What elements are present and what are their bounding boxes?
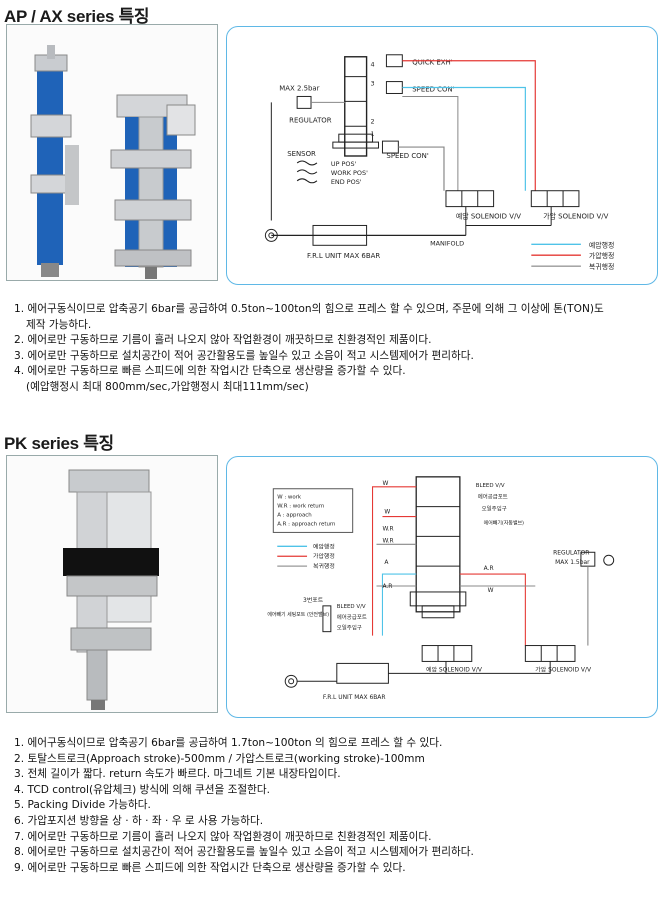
pk-product-photo xyxy=(6,455,218,713)
pk-feature-item: 2. 토탈스트로크(Approach stroke)-500mm / 가압스트로… xyxy=(14,752,425,765)
pk-feature-item: 5. Packing Divide 가능하다. xyxy=(14,799,151,812)
port-1-label: 1 xyxy=(371,130,375,138)
bleed-label: BLEED V/V xyxy=(476,483,505,489)
end-pos-label: END POS' xyxy=(331,178,362,186)
ap-section-title: AP / AX series 특징 xyxy=(4,7,150,26)
pk-section-title: PK series 특징 xyxy=(4,434,114,453)
legend-a-label: A : approach xyxy=(277,513,311,519)
ap-feature-item: 제작 가능하다. xyxy=(26,318,92,331)
detail-title-label: 3번포트 xyxy=(303,596,324,604)
pk-legend-return-label: 복귀행정 xyxy=(313,562,335,570)
port-2-label: 2 xyxy=(371,117,375,125)
quick-exh-label: QUICK EXH' xyxy=(412,59,453,67)
solenoid-pre-label: 예압 SOLENOID V/V xyxy=(456,212,521,221)
pk-frl-label: F.R.L UNIT MAX 6BAR xyxy=(323,694,386,701)
detail-bleed-label: BLEED V/V xyxy=(337,604,366,610)
port-w1-label: W xyxy=(382,480,388,487)
ap-feature-item: 4. 에어로만 구동하므로 빠른 스피드에 의한 작업시간 단축으로 생산량을 … xyxy=(14,365,406,378)
sensor-label: SENSOR xyxy=(287,150,316,158)
ap-feature-item: 2. 에어로만 구동하므로 기름이 흘러 나오지 않아 작업환경이 깨끗하므로 … xyxy=(14,334,432,347)
port-4-label: 4 xyxy=(371,61,375,69)
ap-feature-item: 3. 에어로만 구동하므로 설치공간이 적어 공간활용도를 높일수 있고 소음이… xyxy=(14,349,474,362)
ap-product-photo xyxy=(6,24,218,281)
pk-max-pressure-label: MAX 1.5bar xyxy=(555,559,590,566)
legend-ar-label: A.R : approach return xyxy=(277,521,335,527)
pk-feature-item: 7. 에어로만 구동하므로 기름이 흘러 나오지 않아 작업환경이 깨끗하므로 … xyxy=(14,830,432,843)
detail-air-port-label: 에어공급포트 xyxy=(337,613,367,621)
legend-press-label: 가압행정 xyxy=(589,251,615,260)
legend-pre-label: 예압행정 xyxy=(589,240,615,249)
port-wr2-label: W.R xyxy=(382,537,393,544)
pk-feature-item: 3. 전체 길이가 짧다. return 속도가 빠르다. 마그네트 기본 내장… xyxy=(14,768,341,781)
ap-feature-list: 1. 에어구동식이므로 압축공기 6bar를 공급하여 0.5ton~100to… xyxy=(14,302,653,396)
pk-solenoid-press-label: 가압 SOLENOID V/V xyxy=(535,665,592,673)
manifold-label: MANIFOLD xyxy=(430,239,464,247)
port-a1-label: A xyxy=(384,559,389,566)
solenoid-press-label: 가압 SOLENOID V/V xyxy=(543,212,608,221)
pk-feature-item: 9. 에어로만 구동하므로 빠른 스피드에 의한 작업시간 단축으로 생산량을 … xyxy=(14,861,406,874)
pk-regulator-label: REGULATOR xyxy=(553,549,589,556)
port-ar2-label: A.R xyxy=(484,565,494,572)
port-w3-label: W xyxy=(488,587,494,594)
pk-legend-pre-label: 예압행정 xyxy=(313,542,335,550)
pk-feature-item: 8. 에어로만 구동하므로 설치공간이 적어 공간활용도를 높일수 있고 소음이… xyxy=(14,846,474,859)
detail-oil-label: 오일주입구 xyxy=(337,624,362,632)
frl-label: F.R.L UNIT MAX 6BAR xyxy=(307,252,380,260)
port-w2-label: W xyxy=(384,509,390,516)
speed-con-1-label: SPEED CON' xyxy=(412,85,454,93)
pk-feature-item: 1. 에어구동식이므로 압축공기 6bar를 공급하여 1.7ton~100to… xyxy=(14,737,443,749)
air-vent-label: 에어빼기(자동밸브) xyxy=(484,519,524,526)
oil-port-label: 오일주입구 xyxy=(482,505,507,513)
port-ar1-label: A.R xyxy=(382,583,392,590)
legend-w-label: W : work xyxy=(277,495,302,501)
up-pos-label: UP POS' xyxy=(331,160,357,168)
pk-feature-list: 1. 에어구동식이므로 압축공기 6bar를 공급하여 1.7ton~100to… xyxy=(14,736,653,876)
pk-feature-item: 4. TCD control(유압체크) 방식에 의해 쿠션을 조절한다. xyxy=(14,783,271,796)
pk-feature-item: 6. 가압포지션 방향을 상 · 하 · 좌 · 우 로 사용 가능하다. xyxy=(14,814,264,827)
air-port-label: 에어공급포트 xyxy=(478,493,508,501)
ap-feature-item: 1. 에어구동식이므로 압축공기 6bar를 공급하여 0.5ton~100to… xyxy=(14,303,604,315)
legend-wr-label: W.R : work return xyxy=(277,504,324,510)
work-pos-label: WORK POS' xyxy=(331,169,368,177)
pk-pneumatic-diagram: W : work W.R : work return A : approach … xyxy=(226,456,658,718)
legend-return-label: 복귀행정 xyxy=(589,262,615,271)
max-pressure-label: MAX 2.5bar xyxy=(279,85,319,93)
detail-air-vent-label: 에어빼기 세팅포트 (안전밸브) xyxy=(267,611,329,618)
port-3-label: 3 xyxy=(371,80,375,88)
regulator-label: REGULATOR xyxy=(289,116,332,124)
ap-pneumatic-diagram: 4 3 2 1 QUICK EXH' SPEED CON' SPEED CON'… xyxy=(226,26,658,285)
port-wr1-label: W.R xyxy=(382,525,393,532)
pk-legend-press-label: 가압행정 xyxy=(313,552,335,560)
ap-feature-item: (예압행정시 최대 800mm/sec,가압행정시 최대111mm/sec) xyxy=(26,380,309,393)
pk-solenoid-pre-label: 예압 SOLENOID V/V xyxy=(426,665,483,673)
speed-con-2-label: SPEED CON' xyxy=(386,152,428,160)
